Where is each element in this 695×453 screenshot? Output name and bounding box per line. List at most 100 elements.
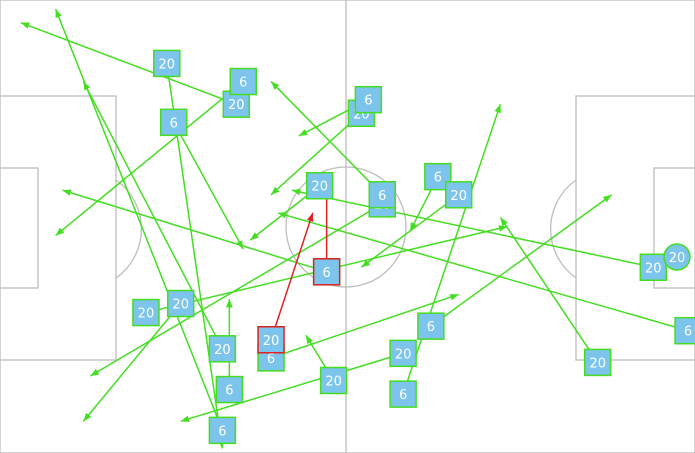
pass-line <box>402 103 502 395</box>
player-square-icon <box>160 108 188 137</box>
player-number: 20 <box>669 251 686 266</box>
ball-circle-icon <box>663 243 691 271</box>
arrow-head-icon <box>180 415 190 423</box>
player-number: 20 <box>263 334 280 349</box>
pass-line <box>291 189 654 269</box>
player-number: 6 <box>239 76 247 91</box>
pass-line <box>82 303 182 422</box>
player-number: 6 <box>378 189 386 204</box>
right-penalty-arc <box>549 179 577 279</box>
ball-marker: 20 <box>663 243 691 271</box>
events-layer: 6206666206662066620202020620202020202020… <box>20 8 695 449</box>
player-marker: 20 <box>319 366 348 395</box>
pass-line <box>62 189 327 273</box>
player-marker: 20 <box>444 181 473 209</box>
arrow-head-icon <box>55 9 62 19</box>
player-square-icon <box>319 366 348 395</box>
player-number: 6 <box>225 384 233 399</box>
pass-line <box>270 293 459 359</box>
player-number: 6 <box>267 352 275 367</box>
pass-line <box>20 21 237 105</box>
arrow-head-icon <box>305 335 314 345</box>
left-penalty-area <box>0 95 117 361</box>
player-marker: 6 <box>354 85 383 114</box>
arrow-head-icon <box>83 81 91 91</box>
player-square-icon <box>389 380 417 408</box>
player-square-icon <box>229 67 257 96</box>
player-number: 6 <box>434 171 442 186</box>
player-number: 20 <box>159 57 176 72</box>
player-marker: 20 <box>166 289 195 318</box>
player-number: 20 <box>214 343 231 358</box>
pass-lines <box>20 8 689 449</box>
player-number: 6 <box>218 424 226 439</box>
player-marker: 6 <box>674 316 695 345</box>
player-number: 20 <box>138 307 155 322</box>
player-square-icon <box>153 49 181 78</box>
arrow-head-icon <box>271 186 280 195</box>
player-marker: 6 <box>215 375 244 404</box>
player-number: 6 <box>364 94 372 109</box>
player-marker: 20 <box>583 348 612 377</box>
player-square-icon <box>417 312 445 340</box>
player-square-icon <box>132 298 160 327</box>
arrow-head-icon <box>306 212 314 222</box>
player-marker: 20 <box>153 49 181 78</box>
pass-line <box>360 194 460 268</box>
arrow-head-icon <box>449 293 459 301</box>
player-marker: 6 <box>389 380 417 408</box>
player-square-icon <box>674 316 695 345</box>
player-number: 6 <box>399 388 407 403</box>
arrow-head-icon <box>602 194 612 203</box>
player-number: 20 <box>589 356 606 371</box>
player-number: 20 <box>228 98 245 113</box>
player-number: 20 <box>645 261 662 276</box>
arrow-head-icon <box>62 189 72 196</box>
player-marker: 6 <box>417 312 445 340</box>
right-goal-area <box>653 167 695 289</box>
player-marker: 20 <box>132 298 160 327</box>
pass-line <box>270 212 314 340</box>
player-number: 6 <box>170 116 178 131</box>
player-square-icon <box>208 416 237 445</box>
pass-line <box>180 352 404 423</box>
arrow-head-icon <box>250 232 259 241</box>
player-square-icon <box>208 335 237 363</box>
player-number: 6 <box>323 266 331 281</box>
player-number: 20 <box>311 180 328 195</box>
player-number: 6 <box>684 325 692 340</box>
player-square-icon <box>166 289 195 318</box>
right-penalty-area <box>575 95 695 361</box>
arrow-head-icon <box>500 217 508 227</box>
pass-line <box>89 203 383 377</box>
player-marker: 6 <box>368 181 396 209</box>
arrow-head-icon <box>361 259 371 268</box>
centre-circle <box>285 166 407 288</box>
pass-line <box>173 121 244 250</box>
player-marker: 6 <box>160 108 188 137</box>
pass-line <box>430 194 613 327</box>
arrow-head-icon <box>494 104 501 114</box>
pass-line <box>82 81 224 350</box>
arrow-head-icon <box>410 222 417 232</box>
pass-line <box>54 8 224 431</box>
arrow-head-icon <box>20 22 30 29</box>
player-markers: 6206666206662066620202020620202020202020… <box>132 49 695 445</box>
pass-line <box>277 212 689 332</box>
pass-line <box>270 81 383 196</box>
player-square-icon <box>444 181 473 209</box>
player-square-icon <box>257 326 285 354</box>
arrow-head-icon <box>498 225 508 232</box>
player-marker: 20 <box>257 326 285 354</box>
player-square-icon <box>305 171 334 200</box>
left-goal-area <box>0 167 39 289</box>
player-square-icon <box>639 253 668 282</box>
player-square-icon <box>215 375 244 404</box>
arrow-head-icon <box>291 188 301 196</box>
arrow-head-icon <box>90 368 100 376</box>
player-marker: 6 <box>208 416 237 445</box>
player-marker: 20 <box>208 335 237 363</box>
pass-line <box>270 112 362 196</box>
